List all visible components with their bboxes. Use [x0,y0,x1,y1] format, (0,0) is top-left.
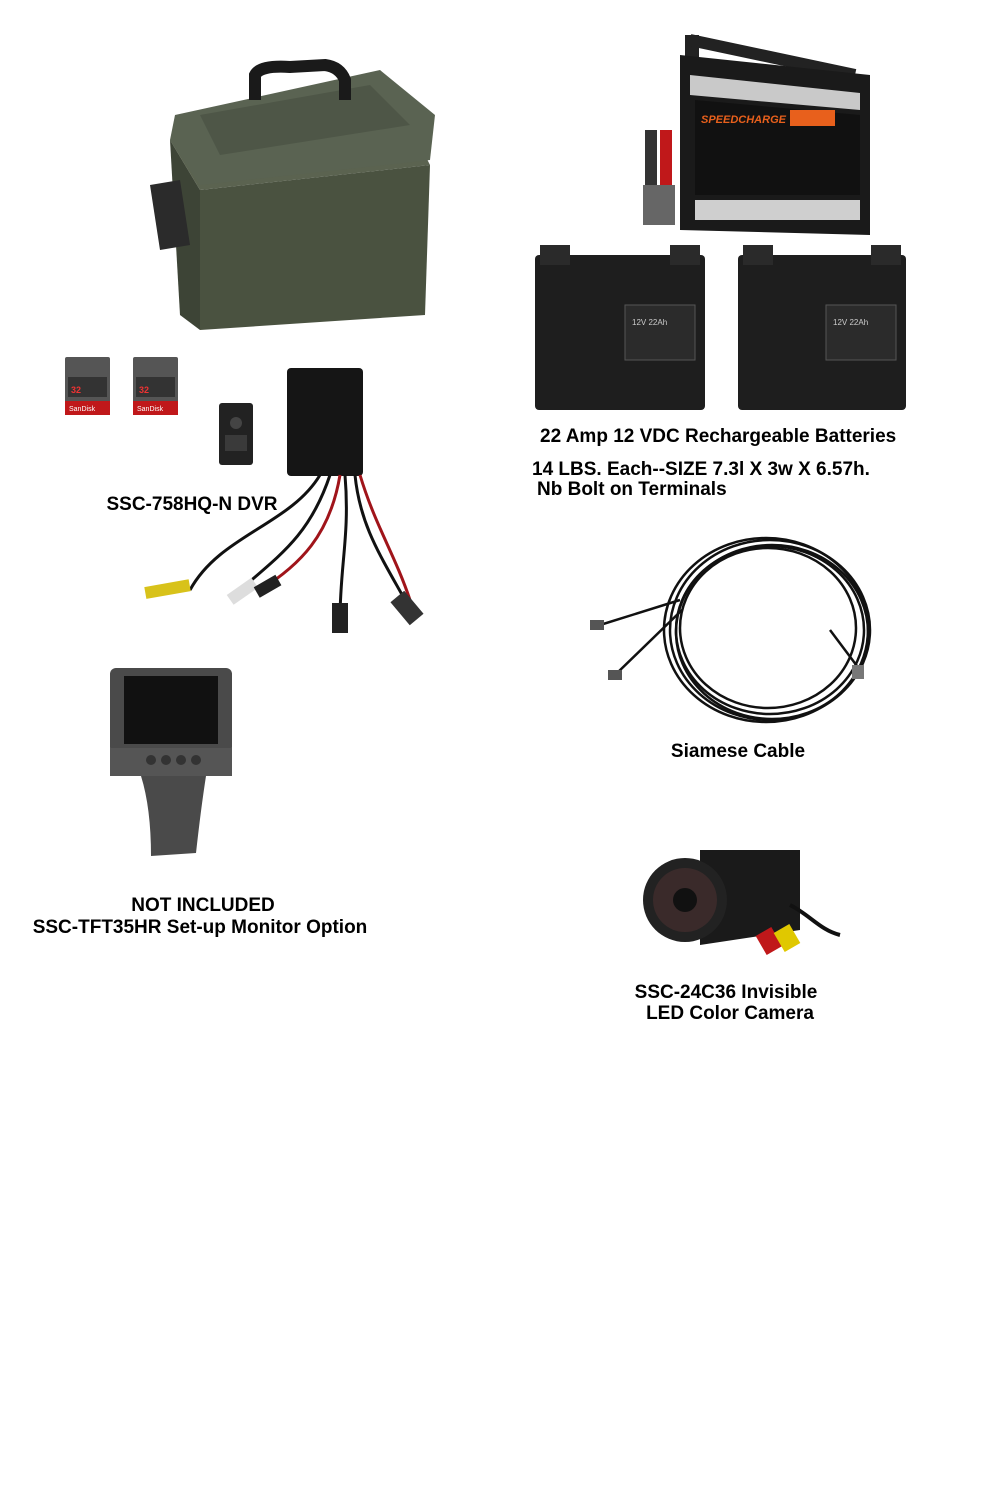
sd-card-image-1: 32 SanDisk [65,357,110,415]
battery-image-1: 12V 22Ah [535,245,705,410]
dvr-caption: SSC-758HQ-N DVR [106,494,278,515]
monitor-caption-line1: NOT INCLUDED [131,895,275,916]
cable-caption: Siamese Cable [670,741,806,762]
battery-image-2: 12V 22Ah [738,245,906,410]
camera-caption-line2: LED Color Camera [646,1003,814,1024]
battery-label-text: 12V 22Ah [833,318,868,327]
siamese-cable-image [590,536,872,724]
setup-monitor-image [110,668,232,856]
monitor-caption-line2: SSC-TFT35HR Set-up Monitor Option [32,917,368,938]
batteries-caption-line1: 22 Amp 12 VDC Rechargeable Batteries [540,426,897,447]
battery-label-text: 12V 22Ah [632,318,667,327]
sd-card-image-2: 32 SanDisk [133,357,178,415]
batteries-caption-line2: 14 LBS. Each--SIZE 7.3l X 3w X 6.57h. [532,459,870,480]
battery-charger-image: SPEEDCHARGE [643,34,870,235]
sd-brand-text: SanDisk [69,406,96,413]
ammo-box-image [150,58,435,330]
charger-brand-text: SPEEDCHARGE [701,114,787,126]
camera-caption-line1: SSC-24C36 Invisible [634,982,818,1003]
sd-brand-text: SanDisk [137,406,164,413]
batteries-caption-line3: Nb Bolt on Terminals [537,479,727,500]
sd-capacity-text: 32 [71,385,81,395]
sd-capacity-text: 32 [139,385,149,395]
dvr-image [144,368,424,633]
remote-control-image [219,403,253,465]
ir-camera-image [643,850,841,956]
